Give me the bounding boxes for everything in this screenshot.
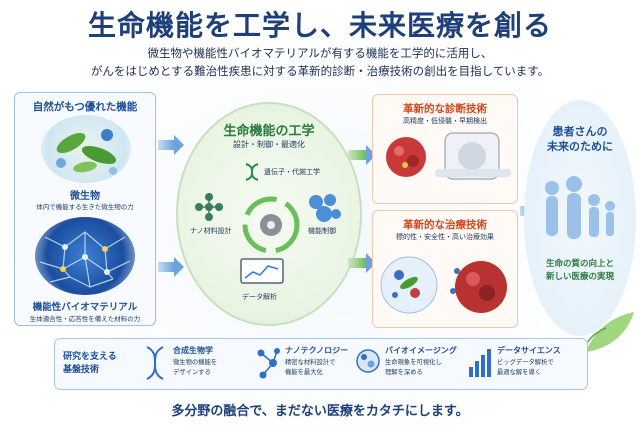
tech-desc-line: 理解を深める [385, 369, 423, 376]
microbe-icon [56, 129, 117, 175]
mri-scanner-icon [435, 132, 511, 180]
tech-desc: 微生物の機能を デザインする [173, 358, 217, 378]
patient-title-line-1: 患者さんの [552, 125, 608, 138]
tech-desc-line: 機能を最大化 [285, 369, 323, 376]
diagnosis-panel: 革新的な診断技術 高精度・低侵襲・早期検出 [372, 94, 518, 204]
microbe-desc: 体内で機能する生きた微生物の力 [36, 203, 134, 211]
tech-bioimaging: バイオイメージング 生命現象を可視化し 理解を深める [355, 345, 457, 385]
tech-title: ナノテクノロジー [285, 346, 349, 355]
dna-icon [245, 163, 259, 181]
patient-future-circle: 患者さんの 未来のために 生命の質の向上と 新しい医療の実現 [524, 100, 636, 336]
tech-desc: 生命現象を可視化し 理解を深める [385, 358, 442, 378]
dna-helix-icon [146, 346, 164, 380]
patient-footer-line-1: 生命の質の向上と [545, 259, 614, 269]
data-analysis-label: データ解析 [242, 293, 277, 301]
tech-desc: 精密な材料設計で 機能を最大化 [285, 358, 335, 378]
function-control-icon [309, 194, 341, 222]
life-engineering-subtitle: 設計・制御・最適化 [233, 140, 305, 149]
tech-desc-line: 微生物の機能を [173, 359, 218, 366]
main-title: 生命機能を工学し、未来医療を創る [87, 9, 552, 42]
patient-title-line-2: 未来のために [547, 140, 613, 153]
natural-functions-title: 自然がもつ優れた機能 [32, 101, 138, 113]
arrow-center-to-therapy [348, 253, 376, 273]
tech-desc-line: デザインする [173, 369, 211, 376]
nanomaterial-icon [195, 193, 223, 221]
life-engineering-title: 生命機能の工学 [223, 124, 315, 139]
microbe-illustration [41, 115, 131, 183]
tech-title: データサイエンス [497, 346, 561, 355]
nanoparticle-icon [380, 256, 438, 314]
biomaterial-label: 機能性バイオマテリアル [32, 302, 138, 313]
tech-desc-line: 最適な解を導く [497, 369, 542, 376]
function-control-label: 機能制御 [308, 227, 336, 235]
patient-footer: 生命の質の向上と 新しい医療の実現 [524, 258, 636, 284]
gene-metabolic-label: 遺伝子・代謝工学 [264, 168, 320, 176]
foundation-tech-band: 研究を支える 基盤技術 合成生物学 微生物の機能を デザインする ナノテクノロジ… [54, 338, 588, 390]
subtitle-line-1: 微生物や機能性バイオマテリアルが有する機能を工学的に活用し、 [147, 46, 493, 60]
arrow-center-to-diagnosis [348, 145, 376, 165]
tech-title: バイオイメージング [385, 346, 457, 355]
tumor-target-icon [450, 261, 507, 313]
tech-desc-line: ビッグデータ解析で [497, 359, 554, 366]
diagnosis-subtitle: 高精度・低侵襲・早期検出 [403, 117, 487, 125]
molecule-icon [257, 348, 280, 379]
foundation-tech-heading: 研究を支える 基盤技術 [63, 351, 117, 377]
patient-footer-line-2: 新しい医療の実現 [545, 272, 614, 282]
foundation-tech-heading-line-1: 研究を支える [63, 352, 117, 362]
biomaterial-mesh-icon [39, 231, 131, 288]
patient-title: 患者さんの 未来のために [524, 124, 636, 154]
tech-data-science: データサイエンス ビッグデータ解析で 最適な解を導く [467, 345, 561, 385]
bar-chart-icon [469, 349, 491, 377]
subtitle-line-2: がんをはじめとする難治性疾患に対する革新的診断・治療技術の創出を目指しています。 [90, 64, 550, 78]
cell-imaging-icon [356, 349, 380, 373]
life-engineering-circle: 生命機能の工学 設計・制御・最適化 遺伝子・代謝工学 ナノ材料設計 機能制御 デ… [176, 102, 362, 326]
cycle-gear-icon [242, 196, 300, 254]
footer-tagline: 多分野の融合で、まだない医療をカタチにします。 [171, 404, 469, 419]
biomaterial-desc: 生体適合性・応答性を備えた材料の力 [29, 315, 141, 323]
tech-title: 合成生物学 [173, 346, 213, 355]
tumor-cell-icon [386, 137, 426, 177]
microbe-label: 微生物 [70, 191, 100, 202]
tech-desc-line: 精密な材料設計で [285, 359, 336, 366]
tech-synthetic-biology: 合成生物学 微生物の機能を デザインする [143, 345, 217, 385]
subtitle: 微生物や機能性バイオマテリアルが有する機能を工学的に活用し、 がんをはじめとする… [0, 44, 640, 80]
tech-desc: ビッグデータ解析で 最適な解を導く [497, 358, 554, 378]
therapy-subtitle: 標的性・安全性・高い治療効果 [396, 233, 494, 241]
family-silhouette-icon [545, 176, 615, 239]
tech-nanotechnology: ナノテクノロジー 精密な材料設計で 機能を最大化 [255, 345, 348, 385]
data-analysis-icon [240, 258, 284, 284]
diagnosis-title: 革新的な診断技術 [403, 103, 487, 115]
tech-desc-line: 生命現象を可視化し [385, 359, 442, 366]
therapy-panel: 革新的な治療技術 標的性・安全性・高い治療効果 [372, 210, 518, 328]
therapy-title: 革新的な治療技術 [403, 219, 487, 231]
nanomaterial-label: ナノ材料設計 [190, 227, 232, 235]
natural-functions-panel: 自然がもつ優れた機能 微生物 体内で機能する生きた微生物の力 [14, 92, 156, 326]
foundation-tech-heading-line-2: 基盤技術 [63, 365, 100, 375]
arrow-left-to-center-top [158, 135, 184, 155]
biomaterial-illustration [35, 217, 135, 295]
arrow-left-to-center-bottom [158, 257, 184, 277]
